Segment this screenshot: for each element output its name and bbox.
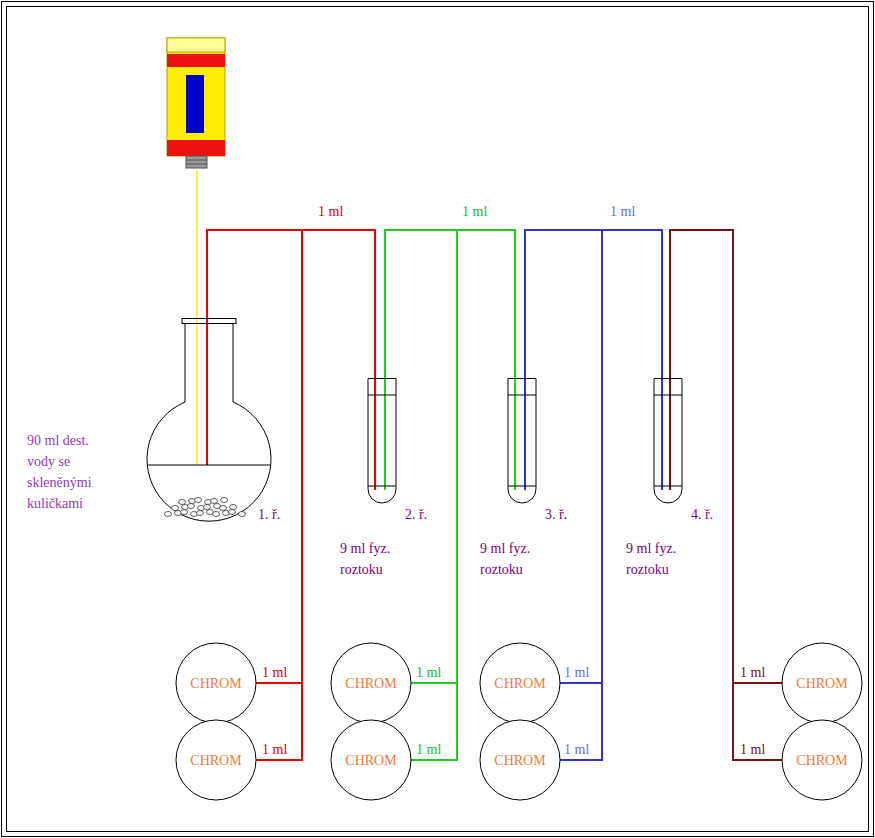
volume-label: 1 ml: [740, 665, 765, 681]
agar-plate: CHROM: [175, 719, 257, 801]
test-tube-node: 4. ř.9 ml fyz. roztoku: [653, 378, 683, 505]
volume-label: 1 ml: [262, 665, 287, 681]
tube-outline: [653, 378, 683, 505]
flask-node: 90 ml dest. vody se skleněnými kuličkami…: [146, 318, 272, 524]
plate-label: CHROM: [345, 673, 396, 694]
tube-contents: 9 ml fyz. roztoku: [480, 538, 552, 580]
plate-label: CHROM: [190, 673, 241, 694]
flask-outline: [146, 318, 272, 524]
volume-label: 1 ml: [564, 742, 589, 758]
vessel-number: 4. ř.: [691, 504, 713, 525]
agar-plate: CHROM: [781, 642, 863, 724]
plate-label: CHROM: [190, 750, 241, 771]
agar-plate: CHROM: [175, 642, 257, 724]
volume-label: 1 ml: [564, 665, 589, 681]
transfer-line: [670, 230, 782, 760]
volume-label: 1 ml: [262, 742, 287, 758]
tube-outline: [507, 378, 537, 505]
flask-contents: 90 ml dest. vody se skleněnými kuličkami: [27, 430, 113, 514]
tube-contents: 9 ml fyz. roztoku: [340, 538, 412, 580]
plate-label: CHROM: [494, 673, 545, 694]
agar-plate: CHROM: [330, 642, 412, 724]
agar-plate: CHROM: [330, 719, 412, 801]
test-tube-node: 2. ř.9 ml fyz. roztoku: [367, 378, 397, 505]
plate-label: CHROM: [796, 673, 847, 694]
plate-label: CHROM: [345, 750, 396, 771]
volume-label: 1 ml: [610, 204, 635, 220]
agar-plate: CHROM: [781, 719, 863, 801]
tube-contents: 9 ml fyz. roztoku: [626, 538, 698, 580]
volume-label: 1 ml: [740, 742, 765, 758]
transfer-line: [207, 230, 302, 683]
plate-label: CHROM: [796, 750, 847, 771]
volume-label: 1 ml: [318, 204, 343, 220]
agar-plate: CHROM: [479, 719, 561, 801]
tube-outline: [367, 378, 397, 505]
plate-label: CHROM: [494, 750, 545, 771]
transfer-line: [525, 230, 662, 490]
transfer-line: [207, 230, 375, 490]
vessel-number: 3. ř.: [545, 504, 567, 525]
transfer-line: [525, 230, 602, 683]
test-tube-node: 3. ř.9 ml fyz. roztoku: [507, 378, 537, 505]
volume-label: 1 ml: [416, 665, 441, 681]
transfer-line: [385, 230, 515, 490]
volume-label: 1 ml: [462, 204, 487, 220]
vessel-number: 1. ř.: [258, 504, 280, 525]
volume-label: 1 ml: [416, 742, 441, 758]
agar-plate: CHROM: [479, 642, 561, 724]
transfer-line: [670, 230, 782, 683]
vessel-number: 2. ř.: [405, 504, 427, 525]
